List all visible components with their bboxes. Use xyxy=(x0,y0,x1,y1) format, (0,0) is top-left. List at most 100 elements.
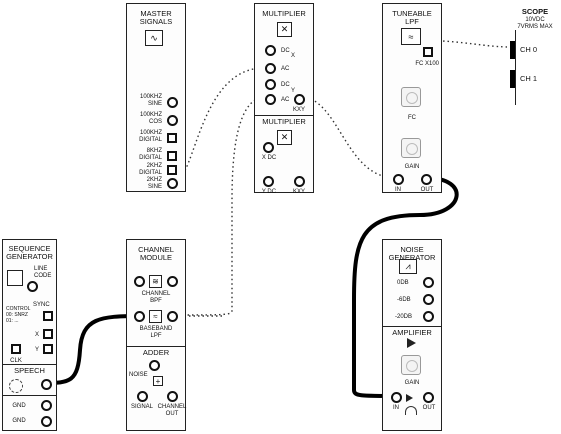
scope-ch0-port[interactable] xyxy=(510,41,515,59)
channel-title: CHANNEL MODULE xyxy=(138,245,174,262)
speaker-icon xyxy=(9,379,23,393)
mult1-sock-ac2[interactable] xyxy=(265,94,276,105)
seq-gnd2: GND xyxy=(12,418,26,424)
master-label-0: 100kHz SINE xyxy=(139,94,162,107)
noise-sock-0db[interactable] xyxy=(423,277,434,288)
mult2-sock-xdc[interactable] xyxy=(263,142,274,153)
channel-divider xyxy=(127,346,185,347)
lpf-fc-x100: fC x100 xyxy=(415,61,439,67)
multiply-icon-2: ✕ xyxy=(277,130,292,145)
master-label-5: 2kHz SINE xyxy=(146,177,162,190)
adder-sock-out[interactable] xyxy=(167,391,178,402)
seq-sock-line-code[interactable] xyxy=(27,281,38,292)
lpf-title: TUNEABLE LPF xyxy=(392,9,432,26)
lpf-gain-knob[interactable] xyxy=(401,138,421,158)
lowpass-icon-2: ≈ xyxy=(149,310,162,323)
seq-sock-clk[interactable] xyxy=(11,344,21,354)
adder-sock-noise[interactable] xyxy=(149,360,160,371)
adder-signal: SIGNAL xyxy=(130,404,153,410)
scope-title: SCOPE xyxy=(521,7,549,16)
noise-db20: -20dB xyxy=(395,314,413,320)
noise-divider xyxy=(383,326,441,327)
master-label-4: 2kHz DIGITAL xyxy=(139,163,162,176)
seq-x: X xyxy=(34,332,39,338)
adder-out: CHANNEL OUT xyxy=(157,404,187,417)
lpf-fc-x100-socket[interactable] xyxy=(423,47,433,57)
mult1-sock-kxy[interactable] xyxy=(294,94,305,105)
mult2-kxy: kXY xyxy=(292,189,305,195)
lowpass-icon: ≈ xyxy=(401,28,421,45)
sine-icon: ∿ xyxy=(145,30,163,46)
scope-ch1-port[interactable] xyxy=(510,70,515,88)
amp-play-icon xyxy=(406,394,413,402)
mult1-sock-ac1[interactable] xyxy=(265,63,276,74)
channel-sock-lpf-in[interactable] xyxy=(134,311,145,322)
mult2-sock-ydc[interactable] xyxy=(263,176,274,187)
master-title: MASTER SIGNALS xyxy=(139,9,173,26)
scope-panel: SCOPE 10VDC 7Vrms max CH 0 CH 1 xyxy=(507,8,559,108)
noise-title: NOISE GENERATOR xyxy=(388,245,436,262)
seq-sock-gnd2[interactable] xyxy=(41,416,52,427)
seq-divider-1 xyxy=(3,364,56,365)
lpf-in: IN xyxy=(395,187,401,193)
dip-switch-icon[interactable] xyxy=(7,270,23,286)
channel-sock-bpf-in[interactable] xyxy=(134,276,145,287)
master-sock-5[interactable] xyxy=(167,178,178,189)
amp-title: AMPLIFIER xyxy=(392,328,432,337)
master-sock-3[interactable] xyxy=(167,151,177,161)
mult1-sock-dc1[interactable] xyxy=(265,45,276,56)
bandpass-icon: ≋ xyxy=(149,275,162,288)
amp-out-socket[interactable] xyxy=(423,392,434,403)
seq-sock-y[interactable] xyxy=(43,344,53,354)
scope-edge xyxy=(515,30,516,105)
adder-noise: NOISE xyxy=(129,372,148,378)
adder-sock-signal[interactable] xyxy=(137,391,148,402)
scope-ch1: CH 1 xyxy=(520,74,538,83)
master-label-2: 100kHz DIGITAL xyxy=(139,130,162,143)
amp-gain-knob[interactable] xyxy=(401,355,421,375)
seq-sync: SYNC xyxy=(33,302,50,308)
channel-lpf: BASEBAND LPF xyxy=(139,326,173,339)
channel-sock-bpf-out[interactable] xyxy=(167,276,178,287)
seq-sock-gnd1[interactable] xyxy=(41,400,52,411)
channel-sock-lpf-out[interactable] xyxy=(167,311,178,322)
cable-lpf-to-amp xyxy=(352,176,459,398)
master-sock-4[interactable] xyxy=(167,165,177,175)
seq-divider-2 xyxy=(3,395,56,396)
mult2-title: MULTIPLIER xyxy=(262,117,306,126)
amp-out: OUT xyxy=(422,405,436,411)
tuneable-lpf-module: TUNEABLE LPF ≈ fC x100 fC GAIN IN OUT xyxy=(382,3,442,193)
master-sock-1[interactable] xyxy=(167,115,178,126)
mult2-sock-kxy[interactable] xyxy=(294,176,305,187)
seq-control: CONTROL 00: SNRZ 01: ... xyxy=(6,306,31,324)
mult1-kxy: kXY xyxy=(292,107,305,113)
lpf-fc: fC xyxy=(408,115,416,121)
lpf-out-socket[interactable] xyxy=(421,174,432,185)
noise-sock-6db[interactable] xyxy=(423,294,434,305)
mult2-xdc: X DC xyxy=(261,155,277,161)
seq-sock-x[interactable] xyxy=(43,329,53,339)
mult1-ac2: AC xyxy=(281,97,290,103)
seq-clk: CLK xyxy=(10,358,22,364)
scope-spec: 10VDC 7Vrms max xyxy=(517,17,553,30)
amp-gain: GAIN xyxy=(404,380,420,386)
seq-sock-sync[interactable] xyxy=(43,311,53,321)
mult1-ac1: AC xyxy=(281,66,290,72)
seq-line-code: LINE CODE xyxy=(34,266,52,279)
noise-sock-20db[interactable] xyxy=(423,311,434,322)
seq-gnd1: GND xyxy=(12,403,26,409)
mult1-dc2: DC xyxy=(281,82,290,88)
noise-db0: 0dB xyxy=(397,280,409,286)
mult1-sock-dc2[interactable] xyxy=(265,79,276,90)
mult1-title: MULTIPLIER xyxy=(262,9,306,18)
master-sock-2[interactable] xyxy=(167,133,177,143)
lpf-in-socket[interactable] xyxy=(393,174,404,185)
amp-in-socket[interactable] xyxy=(391,392,402,403)
master-signals-module: MASTER SIGNALS ∿ 100kHz SINE 100kHz COS … xyxy=(126,3,186,192)
multiplier-module: MULTIPLIER ✕ DC X AC DC Y AC kXY MULTIPL… xyxy=(254,3,314,195)
patch-lead-2k-to-mult-x xyxy=(175,67,263,181)
mult1-y: Y xyxy=(291,88,296,94)
lpf-fc-knob[interactable] xyxy=(401,87,421,107)
master-sock-0[interactable] xyxy=(167,97,178,108)
seq-sock-speech[interactable] xyxy=(41,379,52,390)
